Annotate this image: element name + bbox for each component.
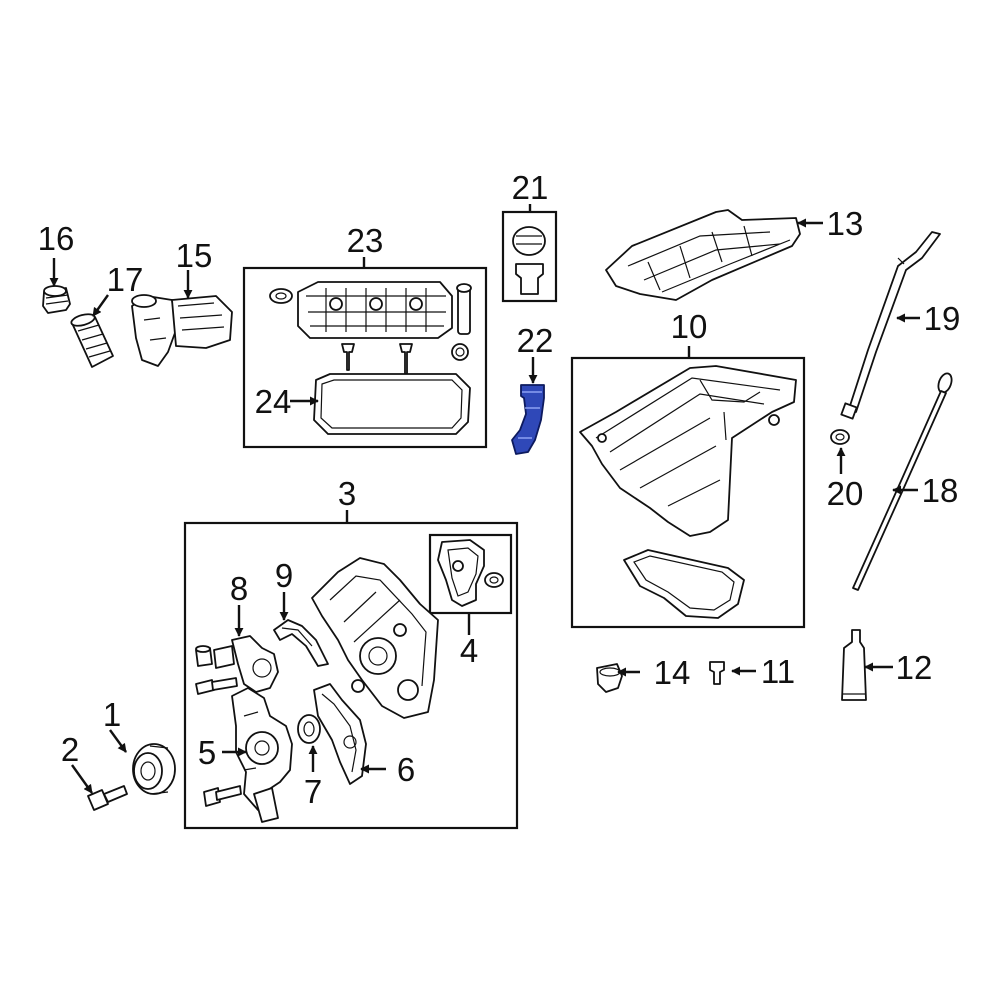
group-box-timing-cover (183, 521, 519, 830)
callout-10: 10 (671, 308, 708, 345)
callout-6: 6 (397, 751, 415, 788)
callout-5: 5 (198, 734, 216, 771)
drain-plug-part[interactable] (596, 663, 623, 693)
water-pump-gasket-part[interactable] (313, 683, 367, 785)
oil-pan-part[interactable] (579, 365, 797, 537)
oil-filter-element-part[interactable] (70, 312, 114, 368)
chain-guide-part[interactable] (273, 619, 329, 667)
callout-15: 15 (176, 237, 213, 274)
crankshaft-pulley-part[interactable] (132, 743, 176, 795)
callout-1: 1 (103, 696, 121, 733)
callout-11: 11 (761, 653, 795, 690)
callout-12: 12 (896, 649, 933, 686)
callout-21: 21 (512, 169, 549, 206)
callout-4: 4 (460, 632, 478, 669)
timing-cover-gasket-kit-part[interactable] (437, 539, 504, 607)
windage-tray-part[interactable] (605, 209, 801, 301)
valve-cover-grommet-part[interactable] (269, 288, 293, 304)
callout-8: 8 (230, 570, 248, 607)
callout-18: 18 (922, 472, 959, 509)
oil-pan-lower-gasket-part[interactable] (623, 549, 745, 619)
callout-20: 20 (827, 475, 864, 512)
leader-lines (49, 204, 920, 794)
dipstick-tube-part[interactable] (840, 231, 941, 420)
oil-filter-housing-part[interactable] (131, 294, 233, 367)
oil-filler-tube-part[interactable] (511, 384, 545, 455)
sealant-tube-part[interactable] (841, 629, 867, 701)
front-crank-seal-part[interactable] (297, 714, 321, 744)
oil-filler-cap-part[interactable] (512, 226, 546, 295)
callout-14: 14 (654, 654, 691, 691)
valve-cover-part[interactable] (297, 281, 453, 339)
callout-16: 16 (38, 220, 75, 257)
callout-3: 3 (338, 475, 356, 512)
callout-2: 2 (61, 731, 79, 768)
callout-9: 9 (275, 557, 293, 594)
callout-13: 13 (827, 205, 864, 242)
oil-pan-bolt-part[interactable] (709, 661, 725, 685)
timing-cover-part[interactable] (311, 557, 439, 719)
callout-24: 24 (255, 383, 292, 420)
callout-23: 23 (347, 222, 384, 259)
group-box-gasket-kit (428, 533, 513, 615)
valve-cover-gasket-part[interactable] (313, 373, 471, 435)
dipstick-tube-seal-part[interactable] (830, 429, 850, 445)
water-pump-part[interactable] (231, 687, 293, 823)
timing-guide-part[interactable] (195, 635, 279, 695)
callout-7: 7 (304, 773, 322, 810)
callout-19: 19 (924, 300, 961, 337)
pulley-bolt-part[interactable] (87, 785, 128, 811)
water-pump-bolt-part[interactable] (203, 785, 242, 807)
callout-22: 22 (517, 322, 554, 359)
oil-filter-cap-part[interactable] (42, 285, 71, 314)
valve-cover-stud-parts[interactable] (341, 343, 469, 375)
valve-cover-bolt-part[interactable] (456, 283, 472, 335)
callout-17: 17 (107, 261, 144, 298)
